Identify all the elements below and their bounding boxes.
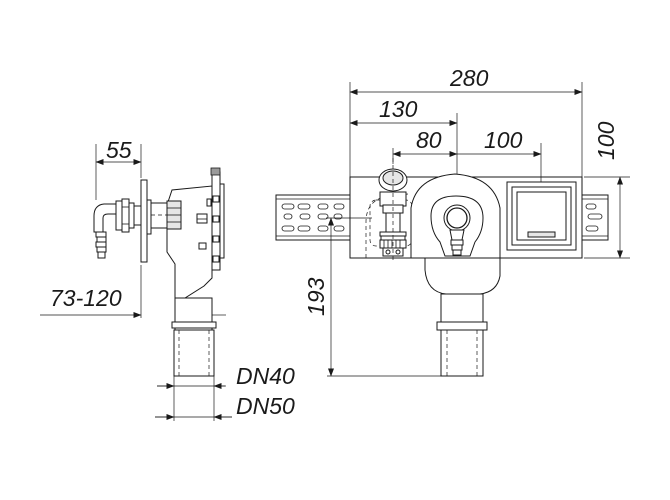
outlet-pipe-side <box>171 297 217 377</box>
siphon-lower <box>424 257 501 377</box>
dim-193-label: 193 <box>303 277 329 316</box>
electric-socket-box <box>506 181 577 251</box>
dimension-130: 130 <box>349 96 458 174</box>
hose-nozzle <box>93 198 142 259</box>
rail-slot <box>333 213 343 220</box>
front-view: 280 130 80 100 100 193 <box>275 65 630 377</box>
round-housing <box>410 173 501 259</box>
rail-slot <box>587 213 603 220</box>
cover-plate <box>140 179 148 263</box>
front-flange <box>210 167 225 271</box>
dn40-label: DN40 <box>236 363 295 389</box>
rail-slot <box>317 213 329 220</box>
dim-55-label: 55 <box>106 137 132 163</box>
dim-100-vertical-label: 100 <box>593 121 619 160</box>
rail-slot <box>297 225 311 232</box>
side-view: 55 73-120 DN40 DN50 <box>40 137 295 421</box>
dimension-dn: DN40 DN50 <box>155 363 295 421</box>
siphon-housing-side <box>166 185 213 299</box>
dim-80-label: 80 <box>416 127 442 153</box>
rail-slot <box>333 203 345 210</box>
inlet-connection <box>378 158 408 262</box>
dimension-280: 280 <box>349 65 583 177</box>
dim-73-120-label: 73-120 <box>50 285 122 311</box>
dimension-193: 193 <box>303 217 483 377</box>
rail-slot <box>281 203 295 210</box>
rail-slot <box>585 225 599 232</box>
rail-slot <box>317 203 329 210</box>
dimension-80-100: 80 100 <box>392 127 542 182</box>
dimension-100-vertical: 100 <box>584 121 630 259</box>
dn50-label: DN50 <box>236 393 295 419</box>
rail-slot <box>281 225 295 232</box>
dim-100-label: 100 <box>484 127 523 153</box>
rail-slot <box>585 203 597 210</box>
dimension-73-120: 73-120 <box>40 265 226 318</box>
rail-slot <box>297 203 311 210</box>
rail-slot <box>283 213 293 220</box>
rail-slot <box>299 213 311 220</box>
dim-130-label: 130 <box>379 96 418 122</box>
dimension-55: 55 <box>95 137 142 200</box>
rail-slot <box>333 225 345 232</box>
dim-280-label: 280 <box>449 65 489 91</box>
